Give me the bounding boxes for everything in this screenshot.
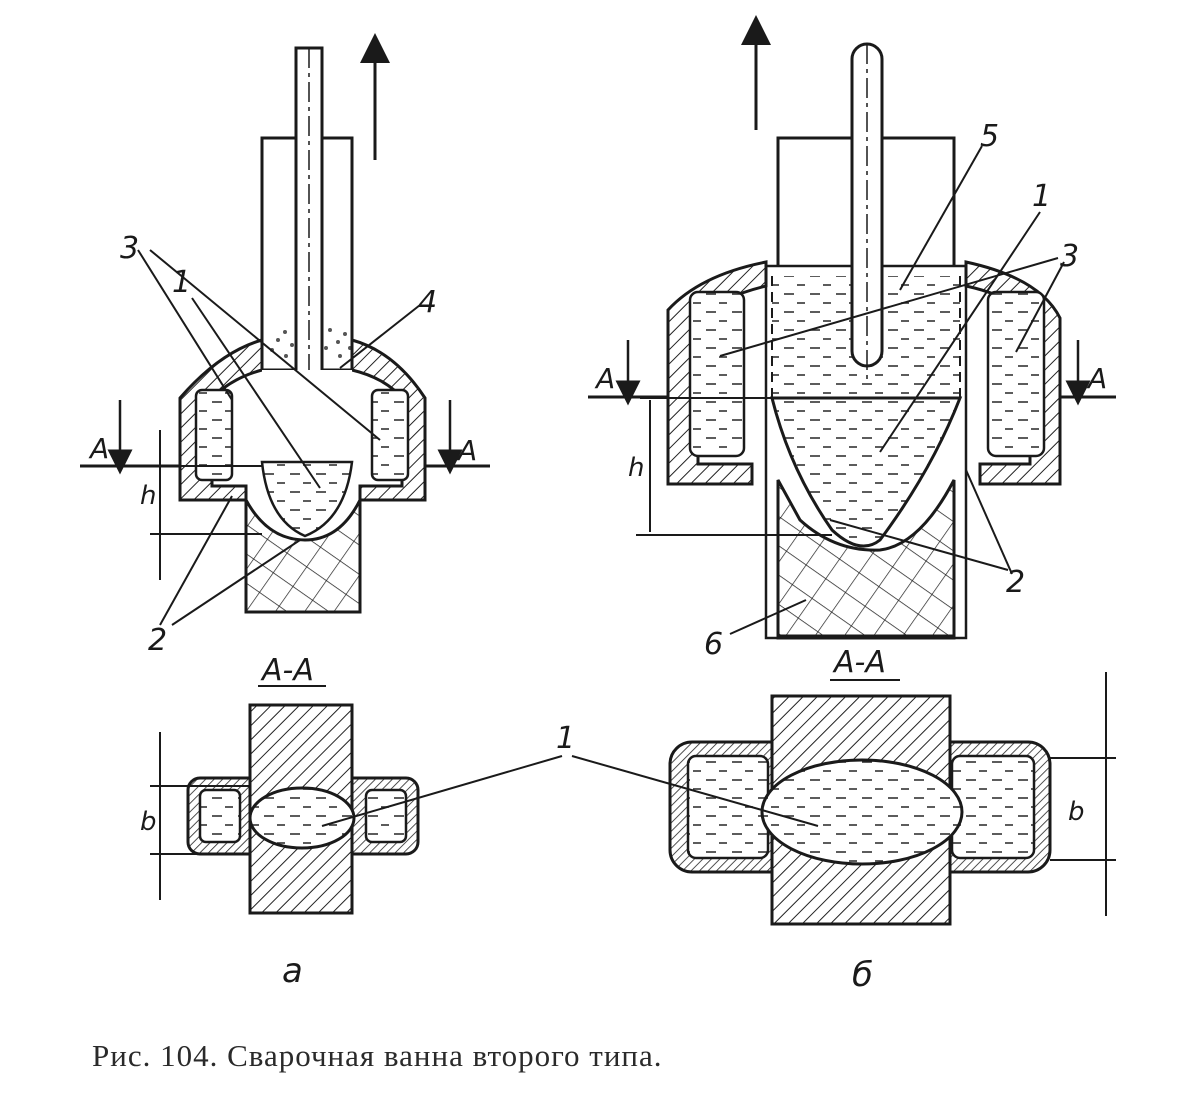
label-3-b: 3 (1060, 239, 1079, 274)
label-3-a: 3 (120, 231, 139, 266)
label-6-b: 6 (704, 627, 723, 662)
label-2-a: 2 (148, 623, 167, 658)
subfigure-b-section: A-A b б (668, 645, 1116, 995)
label-b-b: b (1068, 797, 1085, 827)
metal-bath-a-section (248, 786, 356, 850)
water-cavity-right (370, 388, 410, 482)
section-label-a-left: A (88, 432, 109, 465)
shared-label-1: 1 (321, 721, 819, 827)
label-h-b: h (628, 453, 644, 483)
subfigure-a-elevation: h A A 1 3 4 2 (80, 33, 490, 658)
label-1-shared: 1 (556, 721, 575, 756)
label-4-a: 4 (418, 285, 437, 320)
label-1-a: 1 (172, 265, 191, 300)
section-label-b-left: A (594, 362, 615, 395)
section-title-a: A-A (260, 653, 314, 688)
section-title-b: A-A (832, 645, 886, 680)
water-cavity-left-b (688, 290, 746, 458)
slag-bath (262, 370, 352, 462)
subfigure-a-section: A-A b a (140, 653, 420, 991)
section-label-b-right: A (1086, 362, 1107, 395)
flux-dots (270, 328, 352, 358)
section-label-a-right: A (456, 434, 477, 467)
weld-seam (244, 499, 362, 614)
metal-bath (260, 460, 354, 538)
label-b-a: b (140, 807, 157, 837)
water-cavity-right-b (986, 290, 1046, 458)
metal-bath-b (770, 396, 963, 548)
metal-bath-b-section (760, 758, 964, 866)
figure-caption: Рис. 104. Сварочная ванна второго типа. (92, 1038, 663, 1073)
label-5-b: 5 (980, 119, 999, 154)
label-1-b: 1 (1032, 179, 1051, 214)
label-h-a: h (140, 481, 156, 511)
subfigure-label-b: б (852, 955, 873, 995)
label-2-b: 2 (1006, 565, 1025, 600)
subfigure-b-elevation: h A A 5 1 3 2 6 (588, 15, 1116, 662)
subfigure-label-a: a (282, 951, 303, 991)
water-cavity-left (194, 388, 234, 482)
